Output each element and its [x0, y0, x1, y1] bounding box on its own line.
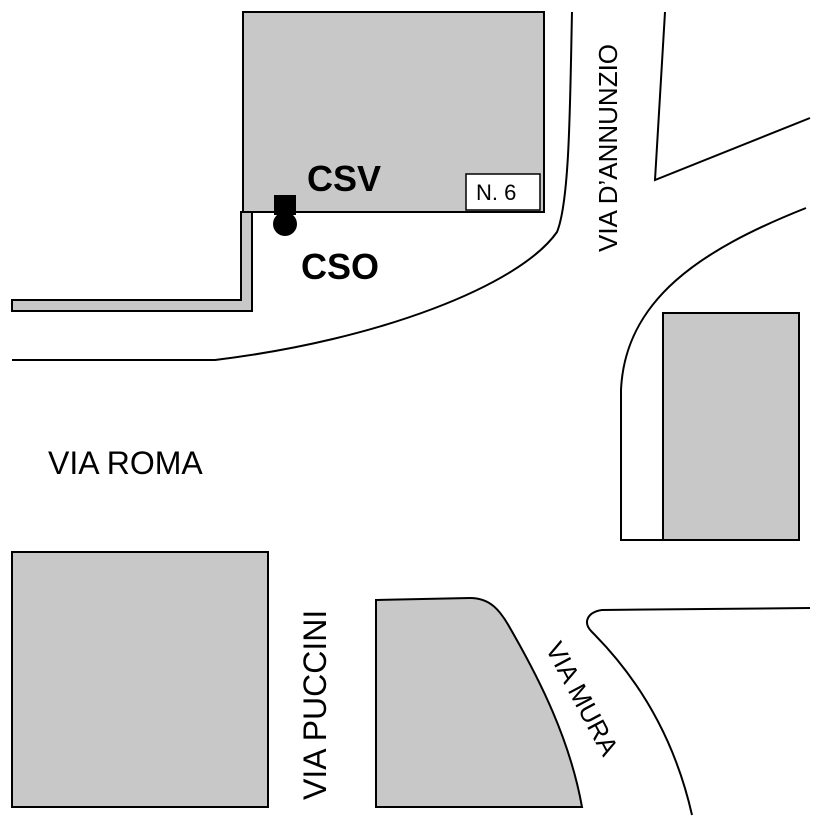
street-label-via-dannunzio: VIA D’ANNUNZIO — [593, 44, 623, 252]
road-edge-east-curve — [620, 207, 807, 541]
building-block-south — [375, 596, 584, 808]
cso-label: CSO — [301, 246, 379, 287]
road-edge-dannunzio-east — [653, 11, 811, 182]
building-block-east — [662, 312, 800, 541]
house-number-label: N. 6 — [476, 180, 516, 205]
building-block-southwest — [11, 551, 269, 808]
sidewalk-strip — [11, 211, 253, 312]
house-number-box — [465, 173, 541, 211]
street-label-via-puccini: VIA PUCCINI — [297, 610, 333, 800]
road-edge-mura-east — [586, 607, 811, 816]
road-edge-roma-north — [12, 11, 573, 361]
csv-marker-square — [274, 195, 296, 215]
street-label-via-roma: VIA ROMA — [48, 445, 203, 481]
cso-marker-circle — [273, 212, 297, 236]
csv-label: CSV — [307, 158, 381, 199]
